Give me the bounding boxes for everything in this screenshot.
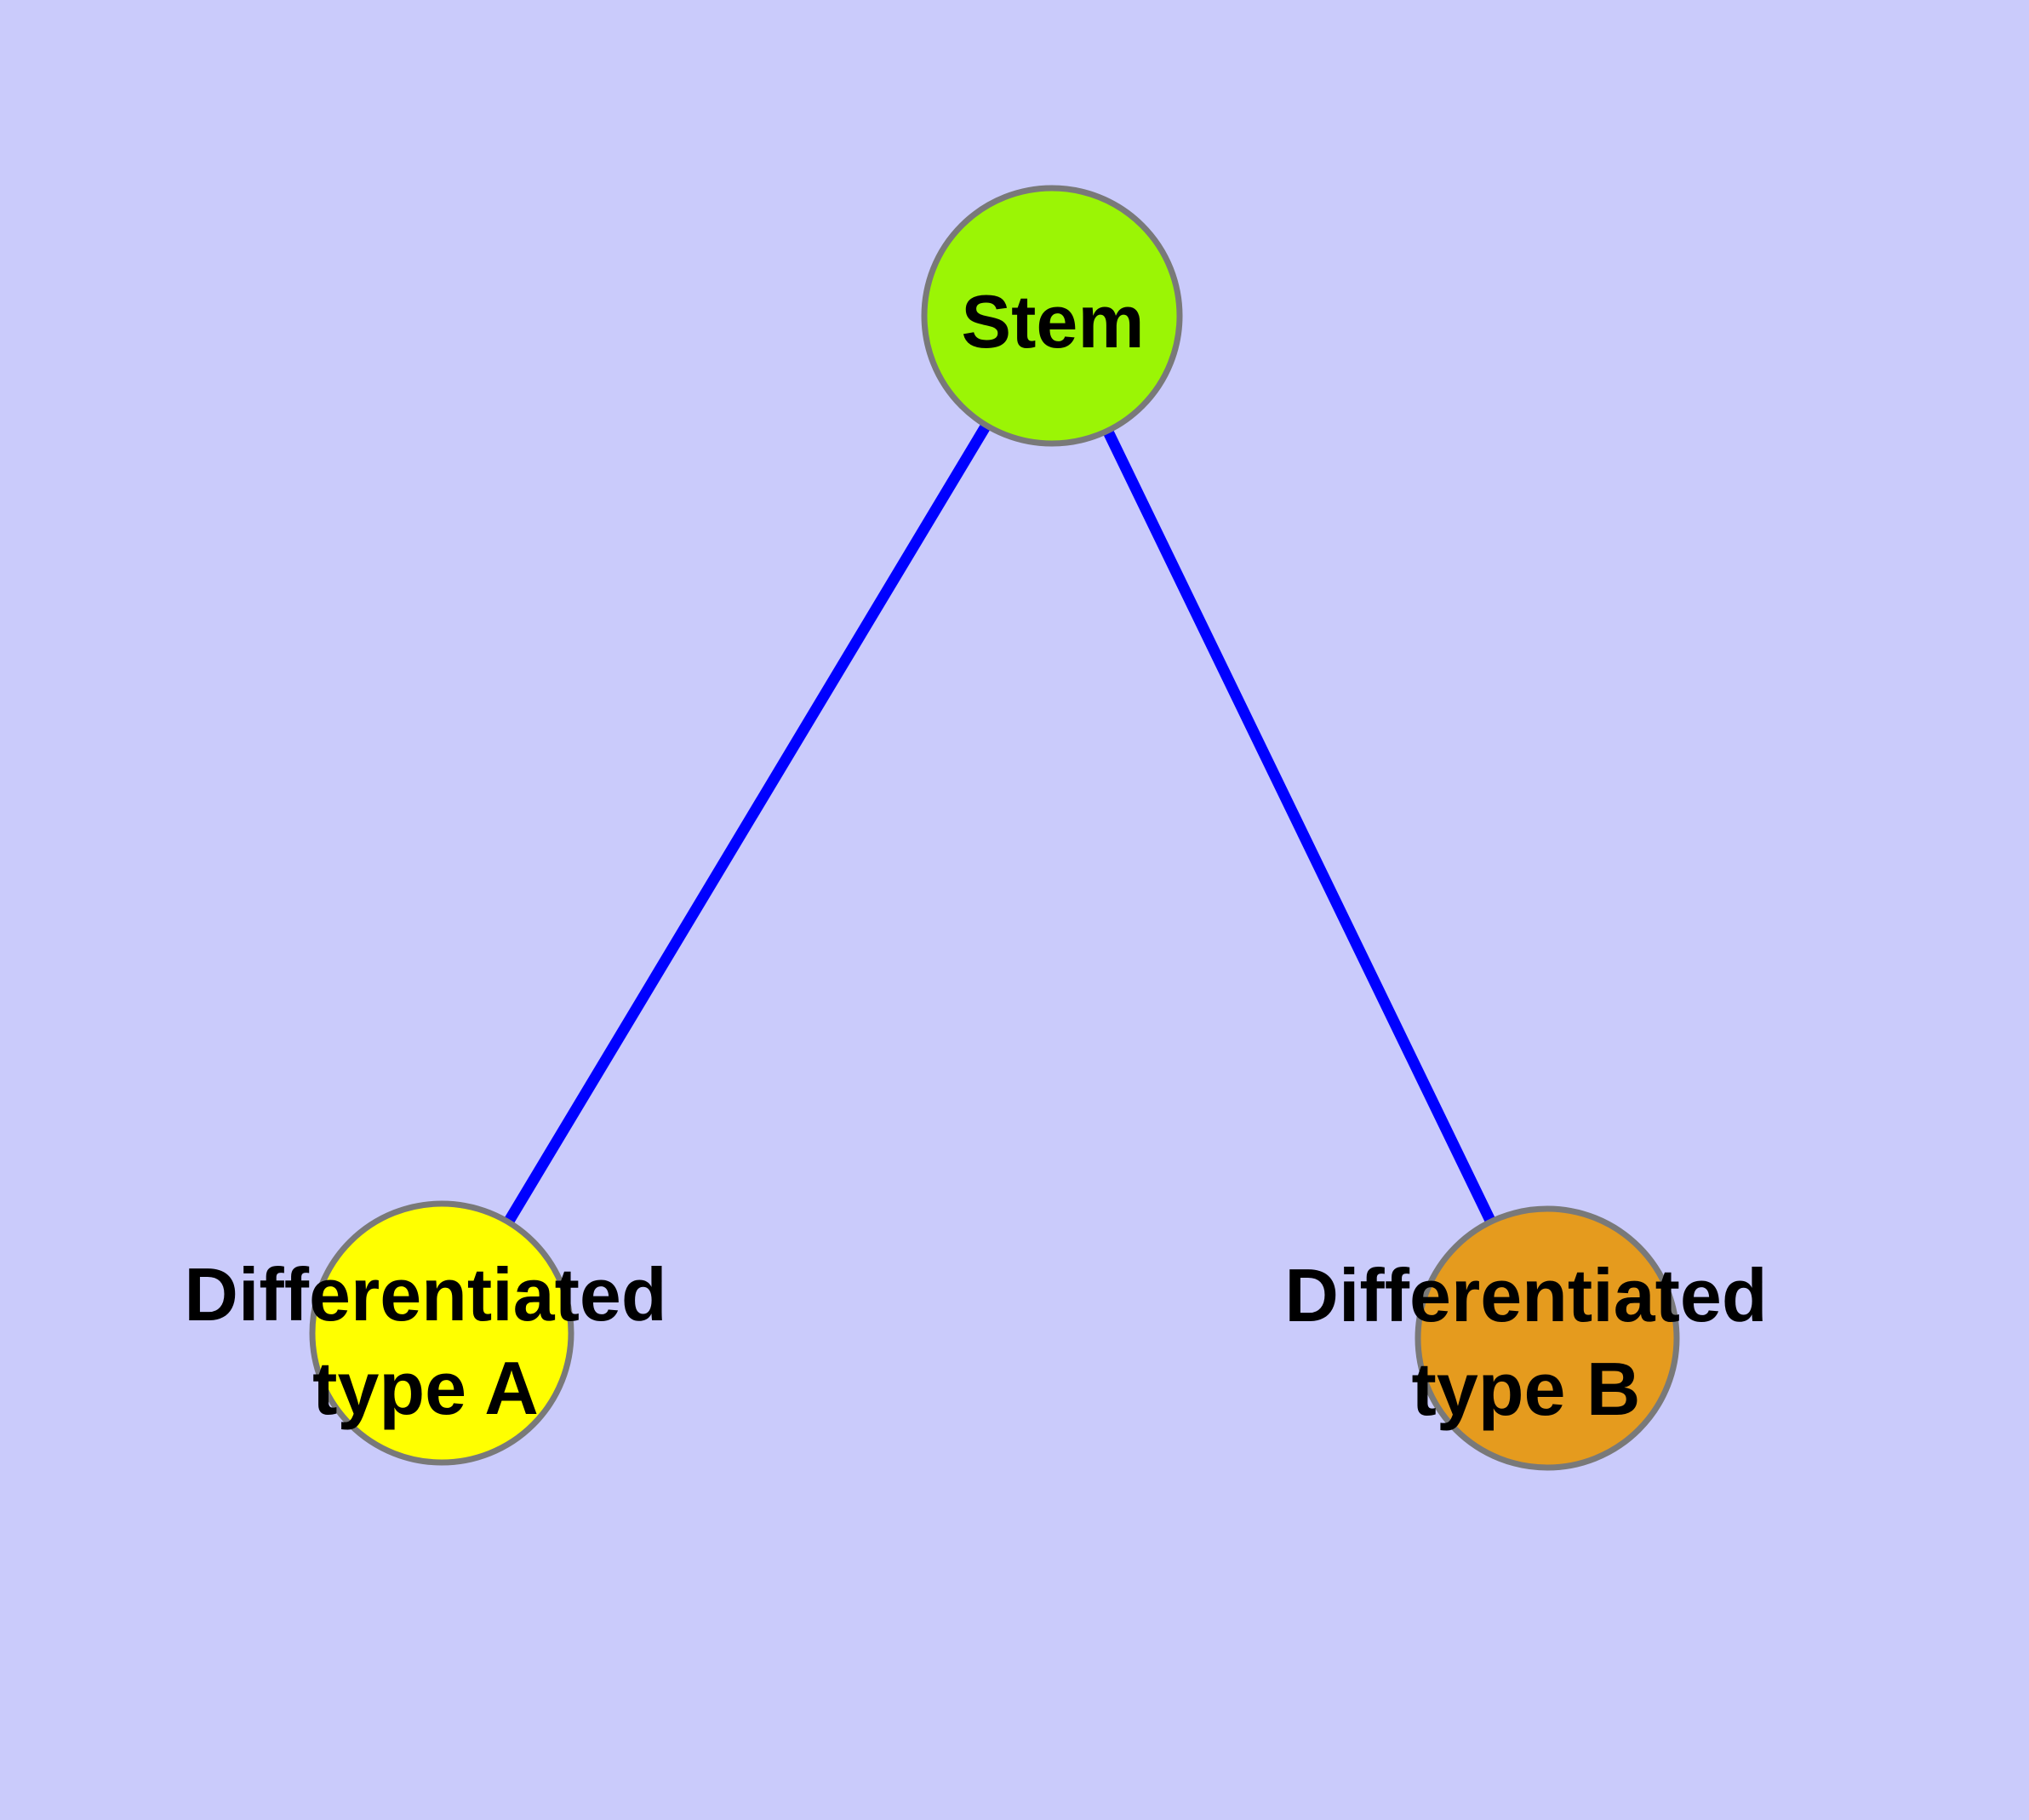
edge-stem-to-type-a: [437, 312, 1057, 1336]
node-type-b-circle: [1415, 1205, 1680, 1471]
node-type-a-circle: [309, 1200, 574, 1466]
node-stem-circle: [921, 185, 1183, 447]
node-stem: Stem: [921, 185, 1183, 447]
node-stem-label: Stem: [961, 279, 1144, 363]
node-differentiated-type-a: Differentiated type A: [184, 1200, 667, 1466]
node-type-b-label-line1: Differentiated: [1284, 1253, 1767, 1337]
node-type-a-label-line2: type A: [312, 1346, 539, 1430]
node-type-a-label-line1: Differentiated: [184, 1252, 666, 1336]
node-type-b-label-line2: type B: [1412, 1347, 1641, 1431]
edge-stem-to-type-b: [1047, 313, 1552, 1341]
node-differentiated-type-b: Differentiated type B: [1284, 1205, 1768, 1471]
edge-group: [437, 312, 1552, 1341]
